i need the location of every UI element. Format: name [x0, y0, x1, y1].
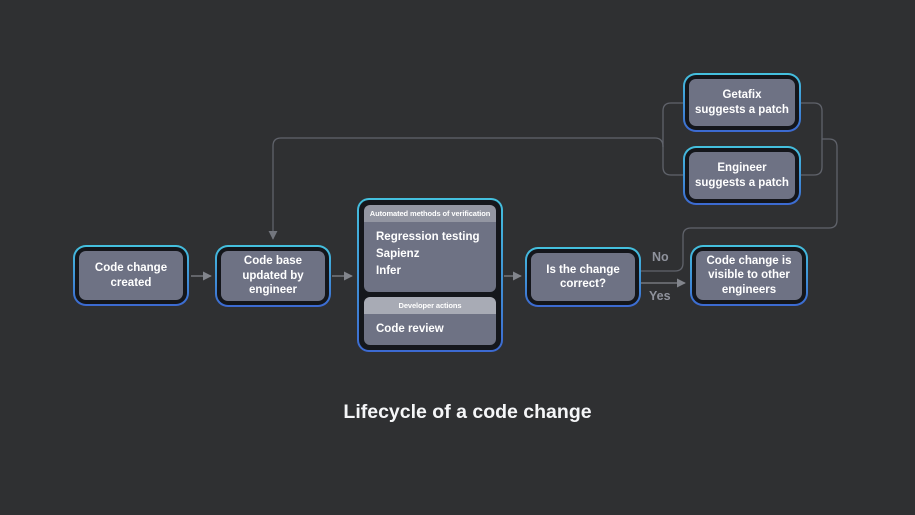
node-getafix-suggests-patch: Getafix suggests a patch [683, 73, 801, 132]
node-label: Getafix suggests a patch [689, 79, 795, 126]
node-label: Engineer suggests a patch [689, 152, 795, 199]
section-body: Code review [364, 314, 496, 345]
section-header: Developer actions [364, 297, 496, 314]
node-code-change-created: Code change created [73, 245, 189, 306]
edge-label-no: No [652, 250, 669, 264]
section-developer-actions: Developer actions Code review [364, 297, 496, 345]
edge-no-correct-to-patch [641, 138, 838, 272]
verification-item: Regression testing [376, 231, 480, 243]
edge-patch-to-updated [268, 137, 664, 240]
node-border: Is the change correct? [527, 249, 639, 305]
node-border: Engineer suggests a patch [685, 148, 799, 203]
section-automated-verification: Automated methods of verification Regres… [364, 205, 496, 292]
node-label: Code base updated by engineer [221, 251, 325, 301]
group-border: Automated methods of verification Regres… [359, 200, 501, 350]
node-border: Code change is visible to other engineer… [692, 247, 806, 304]
section-body: Regression testing Sapienz Infer [364, 222, 496, 292]
node-border: Getafix suggests a patch [685, 75, 799, 130]
verification-item: Code review [376, 323, 444, 335]
node-label: Is the change correct? [531, 253, 635, 301]
section-header: Automated methods of verification [364, 205, 496, 222]
group-verification-methods: Automated methods of verification Regres… [357, 198, 503, 352]
node-label: Code change created [79, 251, 183, 300]
node-change-visible: Code change is visible to other engineer… [690, 245, 808, 306]
edge-label-yes: Yes [649, 289, 671, 303]
edge-right-bracket-patch-boxes [801, 102, 823, 176]
verification-item: Sapienz [376, 248, 420, 260]
edge-left-bracket-patch-boxes [662, 102, 683, 176]
verification-item: Infer [376, 265, 401, 277]
node-border: Code base updated by engineer [217, 247, 329, 305]
node-is-change-correct: Is the change correct? [525, 247, 641, 307]
node-label: Code change is visible to other engineer… [696, 251, 802, 300]
node-border: Code change created [75, 247, 187, 304]
node-code-base-updated: Code base updated by engineer [215, 245, 331, 307]
diagram-title: Lifecycle of a code change [343, 401, 592, 423]
node-engineer-suggests-patch: Engineer suggests a patch [683, 146, 801, 205]
